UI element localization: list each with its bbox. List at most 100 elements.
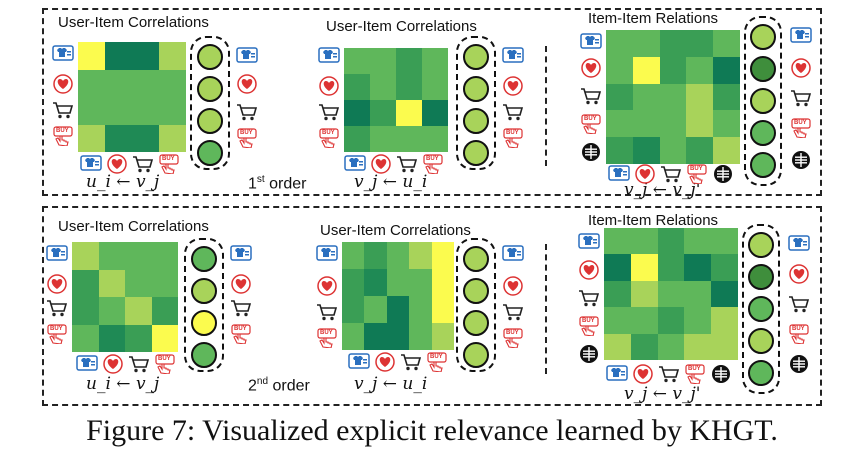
heatmap-cell <box>606 56 633 84</box>
heatmap-cell <box>72 269 99 297</box>
heatmap-cell <box>132 124 159 152</box>
heatmap-cell <box>686 56 714 84</box>
heatmap-cell <box>632 56 660 84</box>
buy-hand-icon: BUY <box>52 126 74 147</box>
heatmap-cell <box>72 242 99 270</box>
cart-icon <box>502 102 524 122</box>
heatmap-cell <box>632 137 660 164</box>
cart-icon <box>658 364 680 384</box>
heatmap-cell <box>159 124 186 152</box>
relevance-circle <box>463 342 489 368</box>
buy-hand-icon: BUY <box>788 324 810 345</box>
heatmap-cell <box>409 242 432 269</box>
order-label-2: 2nd order <box>248 376 310 395</box>
heatmap-cell <box>630 228 658 255</box>
heatmap-cell <box>386 323 410 350</box>
panel-title: User-Item Correlations <box>58 14 209 31</box>
buy-label: BUY <box>688 366 701 372</box>
heatmap-cell <box>632 83 660 111</box>
relevance-circle <box>197 108 223 134</box>
heatmap-item-item-2 <box>604 228 738 360</box>
panel-title: User-Item Correlations <box>58 218 209 235</box>
heatmap-cell <box>125 242 152 270</box>
heart-favorite-icon <box>106 154 128 174</box>
second-order-row <box>42 206 822 406</box>
buy-label: BUY <box>506 130 519 136</box>
heatmap-cell <box>72 324 99 352</box>
heatmap-cell <box>364 296 387 323</box>
heatmap-cell <box>370 100 396 126</box>
heatmap-user-item-1 <box>78 42 186 152</box>
shirt-view-icon <box>230 244 252 264</box>
shirt-view-icon <box>788 234 810 254</box>
buy-hand-icon: BUY <box>790 118 812 139</box>
cart-icon <box>52 100 74 120</box>
separator-row2 <box>545 244 547 374</box>
relevance-pill <box>184 238 224 372</box>
heatmap-cell <box>659 83 687 111</box>
buy-hand-icon: BUY <box>580 114 602 135</box>
buy-hand-icon: BUY <box>318 128 340 149</box>
heatmap-cell <box>422 48 448 74</box>
grid-circle-icon <box>710 364 732 384</box>
heatmap-cell <box>342 296 365 323</box>
heatmap-cell <box>396 100 422 126</box>
shirt-view-icon <box>52 44 74 64</box>
heatmap-cell <box>686 30 714 57</box>
heatmap-cell <box>151 269 178 297</box>
relevance-circle <box>197 140 223 166</box>
heatmap-cell <box>409 323 432 350</box>
heatmap-cell <box>151 297 178 325</box>
heatmap-cell <box>125 297 152 325</box>
heart-favorite-icon <box>502 76 524 96</box>
shirt-view-icon <box>80 154 102 174</box>
relevance-circle <box>463 108 489 134</box>
buy-label: BUY <box>234 326 247 332</box>
heatmap-cell <box>630 307 658 334</box>
relevance-circle <box>750 56 776 82</box>
heatmap-cell <box>686 137 714 164</box>
shirt-view-icon <box>316 244 338 264</box>
buy-hand-icon: BUY <box>502 128 524 149</box>
heatmap-cell <box>386 296 410 323</box>
heatmap-cell <box>98 242 125 270</box>
heatmap-cell <box>606 137 633 164</box>
relevance-pill <box>744 16 782 186</box>
relevance-pill <box>456 36 496 170</box>
heart-favorite-icon <box>374 352 396 372</box>
shirt-view-icon <box>580 32 602 52</box>
buy-hand-icon: BUY <box>158 154 180 175</box>
relevance-pill <box>456 238 496 372</box>
heatmap-cell <box>386 242 410 269</box>
heatmap-cell <box>344 100 370 126</box>
heart-favorite-icon <box>580 58 602 78</box>
shirt-view-icon <box>578 232 600 252</box>
shirt-view-icon <box>318 46 340 66</box>
heart-favorite-icon <box>316 276 338 296</box>
grid-circle-icon <box>580 142 602 162</box>
buy-label: BUY <box>162 156 175 162</box>
buy-hand-icon: BUY <box>154 354 176 375</box>
heatmap-user-item-2 <box>344 48 448 152</box>
relevance-circle <box>191 342 217 368</box>
heart-favorite-icon <box>578 260 600 280</box>
heatmap-cell <box>604 254 631 281</box>
heatmap-cell <box>684 333 712 360</box>
relevance-circle <box>463 76 489 102</box>
formula: u_i ← v_j <box>86 374 160 394</box>
buy-hand-icon: BUY <box>684 364 706 385</box>
first-order-row <box>42 8 822 196</box>
heatmap-cell <box>657 307 685 334</box>
buy-hand-icon: BUY <box>46 324 68 345</box>
heatmap-cell <box>98 297 125 325</box>
heatmap-cell <box>396 126 422 152</box>
shirt-view-icon <box>502 46 524 66</box>
heatmap-cell <box>342 269 365 296</box>
heatmap-cell <box>422 100 448 126</box>
cart-icon <box>580 86 602 106</box>
grid-circle-icon <box>578 344 600 364</box>
relevance-circle <box>463 278 489 304</box>
heatmap-cell <box>713 83 740 111</box>
shirt-view-icon <box>790 26 812 46</box>
heatmap-cell <box>78 42 105 70</box>
